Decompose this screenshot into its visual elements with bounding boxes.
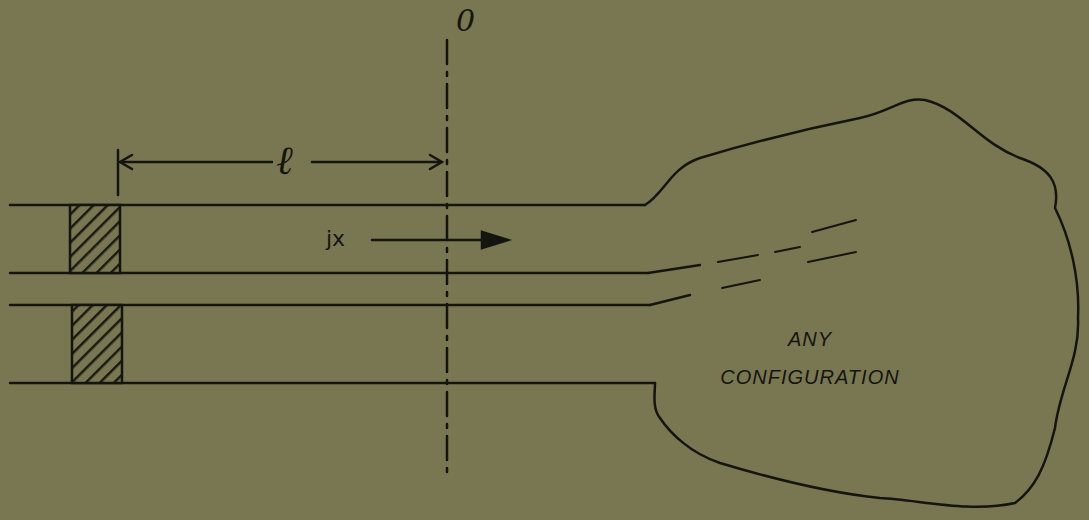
reference-plane	[446, 40, 449, 480]
short-circuit	[70, 205, 120, 273]
dimension-line	[312, 161, 440, 164]
dimension-line	[122, 161, 272, 164]
plane-label: 0	[456, 6, 475, 36]
blob-outline	[640, 88, 1087, 516]
susceptance-arrow	[372, 239, 495, 242]
length-label: ℓ	[276, 140, 293, 180]
reactance-label: jx	[326, 228, 345, 250]
arrow-head	[482, 232, 508, 248]
dimension-tick	[117, 150, 120, 195]
hidden-line	[718, 220, 856, 288]
inner-conductor	[650, 295, 690, 305]
inner-conductor	[648, 265, 700, 273]
short-circuit	[72, 305, 122, 383]
configuration-blob: ANY CONFIGURATION	[640, 88, 1087, 516]
blob-label: ANY CONFIGURATION	[710, 320, 910, 396]
